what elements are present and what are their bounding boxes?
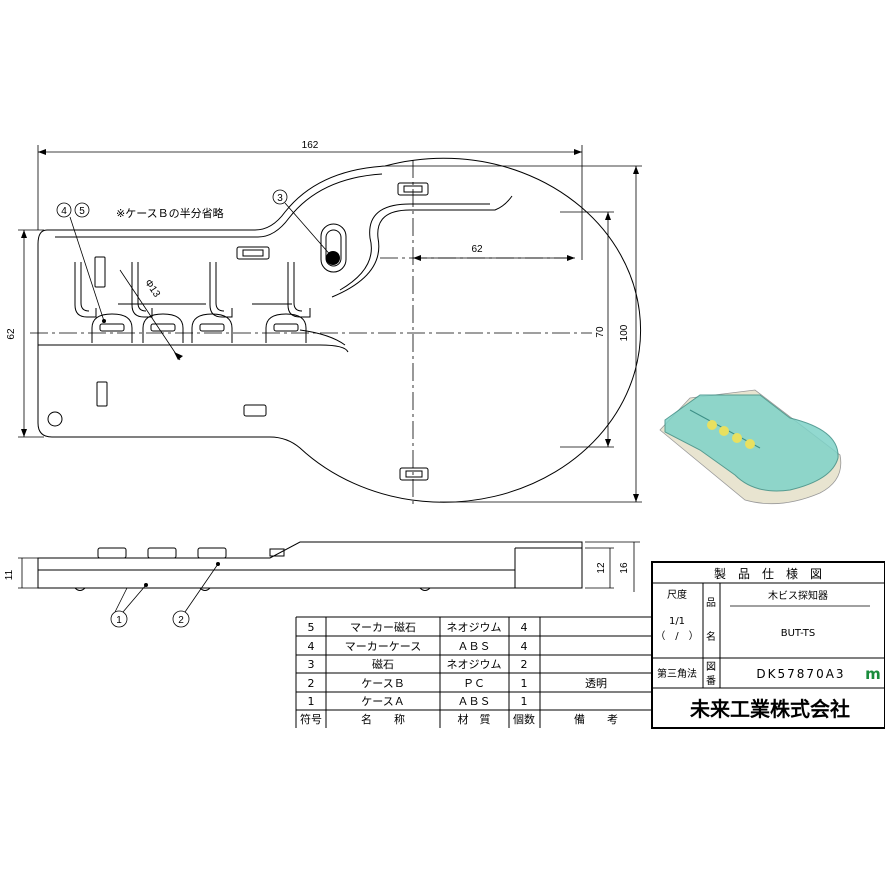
bom-rows: 5 マーカー磁石 ネオジウム 4 4 マーカーケース ＡＢＳ 4 3 磁石 ネオ… (308, 621, 608, 708)
drawing-number: DK57870A3 (756, 667, 845, 681)
product-name: 木ビス探知器 (768, 589, 828, 602)
bom-cell: 1 (521, 695, 528, 708)
bom-header-remarks: 備 考 (574, 713, 618, 726)
balloons-side: 1 2 (110, 610, 190, 628)
balloon-3: 3 (277, 193, 283, 204)
product-render (659, 389, 842, 505)
bom-cell: 4 (308, 640, 315, 653)
bom-cell: マーカーケース (345, 640, 421, 653)
bom-cell: 透明 (585, 677, 607, 690)
top-dimensions (18, 145, 642, 503)
bom-header-name: 名 称 (361, 712, 405, 726)
company-name: 未来工業株式会社 (690, 697, 850, 721)
bom-cell: ネオジウム (447, 621, 502, 634)
side-view (37, 541, 583, 613)
bom-cell: 2 (521, 658, 528, 671)
bom-header-qty: 個数 (513, 713, 535, 726)
hook-ridge (331, 195, 513, 298)
company-logo-icon: m (865, 665, 881, 683)
dim-hole-diameter: Φ13 (142, 278, 162, 300)
bom-header-no: 符号 (300, 713, 322, 726)
balloons-top: 4 5 3 (56, 189, 288, 218)
case-outline (37, 157, 642, 503)
scale-sub: （ / ） (655, 630, 698, 642)
product-label-2: 名 (706, 630, 716, 643)
dim-side-outer: 16 (619, 562, 630, 574)
product-code: BUT-TS (781, 628, 816, 639)
dim-right-outer-height: 100 (619, 324, 630, 341)
bom-cell: マーカー磁石 (350, 621, 416, 634)
bom-cell: ＡＢＳ (458, 695, 491, 708)
bom-cell: ネオジウム (447, 658, 502, 671)
balloon-4: 4 (61, 206, 67, 217)
bom-cell: ケースＡ (361, 695, 404, 708)
bom-cell: ＡＢＳ (458, 640, 491, 653)
top-dimension-texts: 162 62 62 70 100 Φ13 ※ケースＢの半分省略 (6, 140, 630, 341)
case-inner-rim (55, 173, 383, 238)
projection-method: 第三角法 (657, 667, 697, 680)
dim-left-height: 62 (6, 328, 17, 340)
marker-cases (91, 313, 307, 343)
scale-label: 尺度 (667, 588, 687, 601)
drawing-no-label-1: 図 (706, 661, 716, 673)
bom-cell: ＰＣ (463, 677, 485, 690)
bom-cell: 1 (521, 677, 528, 690)
bom-cell: 2 (308, 677, 315, 690)
balloon-1: 1 (116, 615, 122, 626)
product-label-1: 品 (706, 597, 716, 609)
bom-header-material: 材 質 (458, 712, 491, 726)
bom-table: 5 マーカー磁石 ネオジウム 4 4 マーカーケース ＡＢＳ 4 3 磁石 ネオ… (295, 616, 652, 728)
scale-value: 1/1 (669, 616, 685, 627)
drawing-no-label-2: 番 (706, 675, 716, 687)
bom-header: 符号 名 称 材 質 個数 備 考 (300, 712, 618, 726)
side-dimensions (18, 541, 640, 592)
dim-right-inner-height: 70 (595, 326, 606, 338)
dim-overall-width: 162 (302, 140, 319, 151)
bom-cell: 3 (308, 658, 315, 671)
dim-side-inner: 12 (596, 562, 607, 574)
title-heading: 製 品 仕 様 図 (714, 567, 822, 581)
balloon-5: 5 (79, 206, 85, 217)
balloon-2: 2 (178, 615, 184, 626)
bom-cell: ケースＢ (361, 677, 404, 690)
bom-cell: 4 (521, 640, 528, 653)
bom-cell: 5 (308, 621, 315, 634)
bom-cell: 4 (521, 621, 528, 634)
omission-note: ※ケースＢの半分省略 (116, 206, 224, 220)
dim-right-width: 62 (471, 244, 483, 255)
hook-ridge-inner (339, 203, 490, 291)
magnet-slot (320, 223, 347, 273)
dim-side-left: 11 (4, 569, 15, 580)
mount-hole (47, 411, 63, 427)
title-block: 製 品 仕 様 図 尺度 1/1 （ / ） 品 名 木ビス探知器 BUT-TS… (651, 561, 885, 729)
bom-cell: 1 (308, 695, 315, 708)
bom-cell: 磁石 (372, 658, 394, 671)
